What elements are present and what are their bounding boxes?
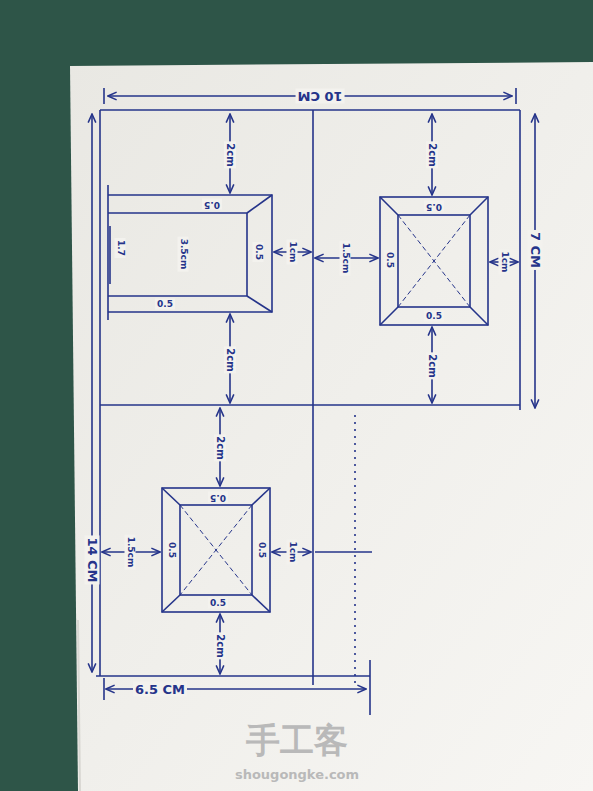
- dimension-label: 1cm: [287, 240, 298, 265]
- dimension-label: 0.5: [202, 199, 222, 210]
- dimension-label: 0.5: [253, 242, 264, 262]
- dimension-label: 0.5: [256, 540, 267, 560]
- dimension-label: 0.5: [424, 311, 444, 322]
- dimension-label: 0.5: [166, 540, 177, 560]
- dimension-label: 3.5cm: [178, 237, 189, 272]
- dimension-label: 1.7: [115, 238, 126, 258]
- dimension-label: 0.5: [384, 250, 395, 270]
- dimension-label: 2cm: [224, 141, 236, 168]
- dimension-label: 7 CM: [528, 230, 543, 270]
- paper-sheet: [70, 62, 593, 791]
- dimension-label: 1cm: [287, 540, 298, 565]
- dimension-label: 2cm: [214, 632, 226, 659]
- dimension-label: 6.5 CM: [133, 682, 187, 697]
- watermark: 手工客: [244, 722, 350, 758]
- dimension-label: 2cm: [224, 346, 236, 373]
- ink-lines: [92, 88, 535, 715]
- dimension-label: 0.5: [208, 492, 228, 503]
- dimension-label: 0.5: [424, 201, 444, 212]
- dimension-label: 1cm: [499, 250, 510, 275]
- dimension-label: 1.5cm: [340, 241, 351, 276]
- dimension-label: 14 CM: [85, 535, 100, 584]
- dimension-label: 2cm: [426, 352, 438, 379]
- dimension-label: 2cm: [214, 434, 226, 461]
- dimension-label: 1.5cm: [125, 535, 136, 570]
- dimension-label: 0.5: [155, 299, 175, 310]
- dimension-label: 2cm: [426, 141, 438, 168]
- watermark: shougongke.com: [233, 767, 361, 782]
- paper-fold: [78, 620, 80, 791]
- dimension-label: 10 CM: [295, 89, 344, 104]
- dimension-label: 0.5: [208, 598, 228, 609]
